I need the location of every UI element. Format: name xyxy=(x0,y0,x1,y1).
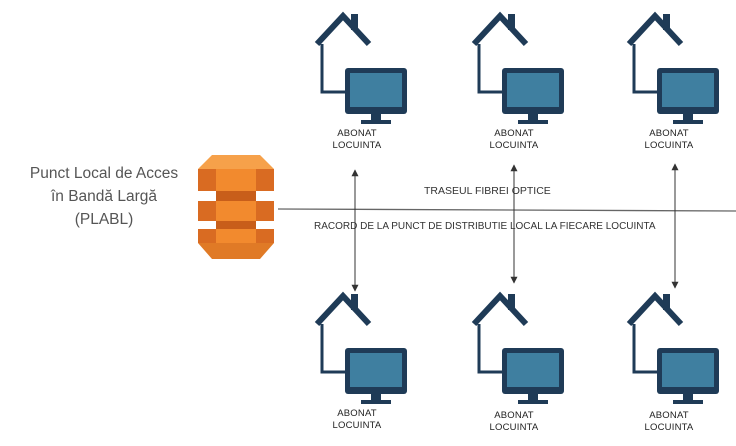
subscriber-icon-6 xyxy=(626,291,719,404)
subscriber-icon-2 xyxy=(471,11,564,124)
monitor-icon xyxy=(502,68,564,124)
subscriber-label-line1: ABONAT xyxy=(494,128,534,139)
subscriber-label-line2: LOCUINTA xyxy=(644,140,694,151)
subscriber-label-line1: ABONAT xyxy=(649,410,689,421)
subscriber-label-6: ABONAT LOCUINTA xyxy=(614,410,724,434)
subscriber-label-1: ABONAT LOCUINTA xyxy=(302,128,412,152)
subscriber-label-line1: ABONAT xyxy=(494,410,534,421)
house-icon xyxy=(471,291,529,374)
plabl-access-point-icon xyxy=(198,155,274,259)
house-icon xyxy=(626,11,684,94)
house-icon xyxy=(471,11,529,94)
monitor-icon xyxy=(657,68,719,124)
subscriber-label-line2: LOCUINTA xyxy=(489,140,539,151)
subscriber-label-2: ABONAT LOCUINTA xyxy=(459,128,569,152)
subscriber-label-line1: ABONAT xyxy=(649,128,689,139)
monitor-icon xyxy=(657,348,719,404)
subscriber-icon-5 xyxy=(471,291,564,404)
subscriber-label-line2: LOCUINTA xyxy=(489,422,539,433)
subscriber-label-line2: LOCUINTA xyxy=(644,422,694,433)
subscriber-icon-4 xyxy=(314,291,407,404)
subscriber-label-line2: LOCUINTA xyxy=(332,420,382,431)
plabl-label-line1: Punct Local de Acces xyxy=(29,165,179,182)
subscriber-label-line2: LOCUINTA xyxy=(332,140,382,151)
subscriber-label-4: ABONAT LOCUINTA xyxy=(302,408,412,432)
house-icon xyxy=(314,291,372,374)
connection-label: RACORD DE LA PUNCT DE DISTRIBUTIE LOCAL … xyxy=(314,221,656,232)
subscriber-label-5: ABONAT LOCUINTA xyxy=(459,410,569,434)
house-icon xyxy=(314,11,372,94)
plabl-label-line3: (PLABL) xyxy=(74,211,134,228)
monitor-icon xyxy=(345,348,407,404)
plabl-label-line2: în Bandă Largă xyxy=(50,188,157,205)
monitor-icon xyxy=(502,348,564,404)
subscriber-label-line1: ABONAT xyxy=(337,408,377,419)
subscriber-icon-1 xyxy=(314,11,407,124)
fiber-route-line xyxy=(277,208,736,212)
house-icon xyxy=(626,291,684,374)
subscriber-icon-3 xyxy=(626,11,719,124)
subscriber-label-3: ABONAT LOCUINTA xyxy=(614,128,724,152)
fiber-route-label: TRASEUL FIBREI OPTICE xyxy=(424,185,551,197)
monitor-icon xyxy=(345,68,407,124)
subscriber-label-line1: ABONAT xyxy=(337,128,377,139)
plabl-label: Punct Local de Acces în Bandă Largă (PLA… xyxy=(4,162,204,231)
